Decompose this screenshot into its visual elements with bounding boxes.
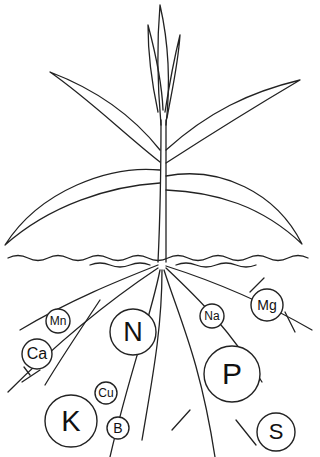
element-symbol: S (269, 421, 284, 443)
element-circle: S (256, 412, 296, 452)
element-circle: Mg (250, 288, 284, 322)
element-symbol: Ca (27, 346, 47, 362)
stem (158, 120, 166, 262)
root (45, 300, 100, 385)
element-circle: Na (199, 303, 225, 329)
ground-line (90, 263, 256, 267)
root (142, 270, 162, 440)
element-symbol: P (222, 359, 242, 389)
element-circle: K (44, 394, 98, 448)
element-symbol: B (113, 421, 122, 435)
leaf (166, 174, 302, 244)
element-symbol: Na (204, 310, 219, 322)
element-circle: Mn (45, 308, 71, 334)
element-symbol: Mg (257, 298, 276, 312)
element-symbol: N (123, 319, 143, 346)
leaf (166, 80, 300, 163)
element-symbol: K (61, 407, 80, 436)
root (22, 278, 295, 445)
element-symbol: Cu (98, 387, 113, 399)
element-circle: B (106, 416, 130, 440)
root (166, 266, 312, 330)
leaf (5, 169, 160, 245)
ground-line (8, 256, 308, 261)
leaf (148, 25, 163, 112)
root (8, 268, 158, 392)
element-circle: P (203, 345, 261, 403)
element-circle: Cu (94, 381, 118, 405)
leaf (50, 72, 160, 162)
leaf (165, 35, 180, 118)
element-circle: N (109, 308, 157, 356)
element-circle: Ca (21, 338, 53, 370)
root (110, 270, 160, 457)
element-symbol: Mn (50, 315, 67, 327)
